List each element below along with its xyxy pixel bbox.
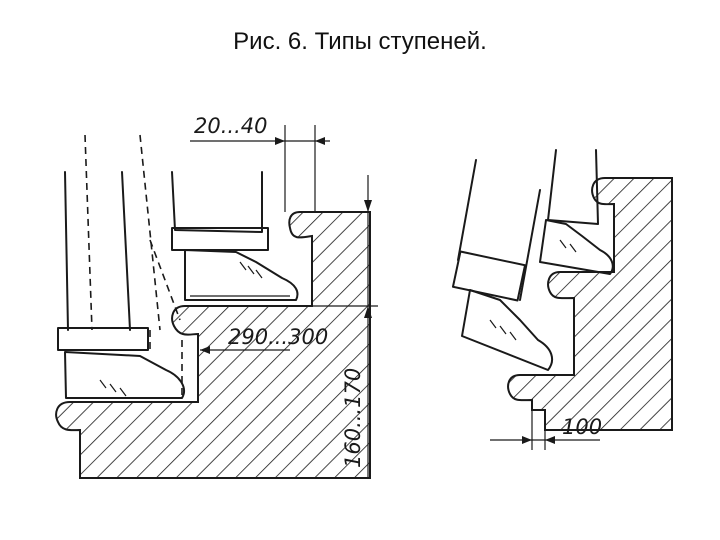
dimension-tread: 290...300 bbox=[228, 325, 328, 349]
left-stair-body bbox=[55, 211, 371, 479]
right-upper-foot bbox=[539, 149, 614, 275]
left-upper-foot bbox=[171, 171, 299, 301]
dimension-nosing-right: 100 bbox=[562, 415, 602, 439]
left-stair bbox=[55, 211, 371, 479]
right-stair-body bbox=[507, 177, 673, 431]
left-dimensions bbox=[190, 125, 378, 478]
right-stair bbox=[507, 177, 673, 431]
dimension-riser: 160...170 bbox=[341, 368, 365, 468]
dimension-nosing-left: 20...40 bbox=[194, 114, 267, 138]
left-lower-foot bbox=[57, 134, 185, 399]
figure-title: Рис. 6. Типы ступеней. bbox=[233, 28, 487, 55]
right-dimensions bbox=[490, 400, 600, 450]
right-lower-foot bbox=[451, 159, 554, 371]
